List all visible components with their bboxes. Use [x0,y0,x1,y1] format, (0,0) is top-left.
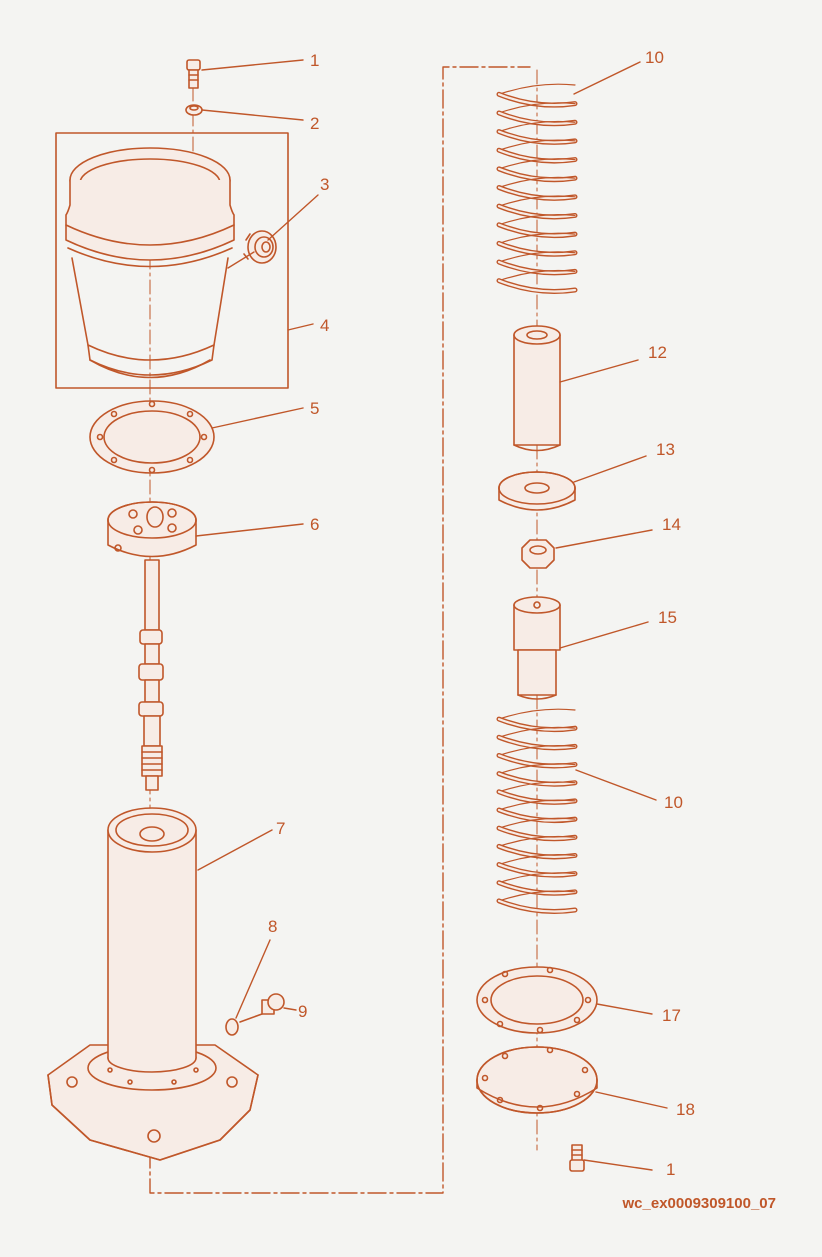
spring-coil-back [498,139,576,151]
callout-2: 2 [310,114,319,133]
callout-6: 6 [310,515,319,534]
callout-17: 17 [662,1006,681,1025]
spring-coil-back [498,102,576,114]
part-1-screw-bottom [569,1144,585,1172]
leader-1b [583,1159,653,1171]
drawing-code: wc_ex0009309100_07 [622,1195,777,1212]
spring-coil-back [498,872,576,884]
part-17-gasket [476,966,598,1034]
callout-10-top: 10 [645,48,664,67]
spring-coil-back [498,120,576,133]
part-1-screw-top [186,59,201,89]
callout-13: 13 [656,440,675,459]
spring-coil-back [498,195,576,207]
part-3-plug [243,230,277,264]
leader-10b [575,769,657,801]
callout-10-bottom: 10 [664,793,683,812]
leader-15 [559,621,649,649]
part-6-valve-assembly [107,501,197,791]
leader-17 [596,1003,653,1015]
part-2-washer [185,104,203,116]
callout-1: 1 [310,51,319,70]
callout-7: 7 [276,819,285,838]
assembly-connection-line [149,66,531,1194]
leader-5 [211,407,304,429]
spring-coil-back [498,744,576,757]
callout-12: 12 [648,343,667,362]
part-7-housing-tube [47,807,259,1161]
leader-18 [595,1091,668,1109]
spring-coil-back [498,269,576,282]
leader-12 [559,359,639,383]
callout-18: 18 [676,1100,695,1119]
part-8-seal-ring [225,1018,239,1036]
spring-coil-back [498,708,576,720]
part-10-spring-top [496,83,578,294]
spring-coil-back [498,799,576,811]
spring-coil-back [498,251,576,263]
leader-6 [195,523,304,537]
spring-coil-back [498,83,576,95]
leader-4 [287,323,314,331]
leader-3 [267,194,319,241]
spring-coil-highlight [497,279,577,293]
leader-13 [573,455,647,483]
leader-3b [227,251,255,269]
leader-1 [201,59,304,71]
leader-2 [201,109,304,121]
callout-9: 9 [298,1002,307,1021]
leader-9 [283,1007,297,1011]
spring-coil-back [498,835,576,847]
callout-3: 3 [320,175,329,194]
spring-coil-back [498,763,576,775]
part-14-nut [521,539,555,569]
spring-coil-back [498,817,576,829]
callout-1-bottom: 1 [666,1160,675,1179]
leader-14 [555,529,653,549]
part-18-cover-plate [476,1046,598,1114]
spring-coil-back [498,781,576,793]
part-13-spring-seat [498,471,576,511]
spring-coil-back [498,214,576,226]
spring-coil-back [498,726,576,738]
part-15-bushing [513,596,561,700]
leader-7 [197,829,273,871]
callout-14: 14 [662,515,681,534]
part-4-kit-frame [55,132,289,389]
spring-coil-back [498,158,576,170]
callout-15: 15 [658,608,677,627]
callout-5: 5 [310,399,319,418]
spring-coil-back [498,890,576,902]
part-5-gasket [89,400,215,474]
callout-8: 8 [268,917,277,936]
spring-coil-back [498,176,576,189]
part-12-sleeve [513,325,561,452]
spring-coil-highlight [497,899,577,913]
callout-4: 4 [320,316,329,335]
part-9-plug-screw [239,993,285,1023]
part-4-cover-drum [65,147,235,379]
leader-8 [235,939,271,1019]
spring-coil-back [498,854,576,866]
leader-10a [573,61,641,95]
part-10-spring-bottom [496,708,578,914]
spring-coil-back [498,232,576,245]
